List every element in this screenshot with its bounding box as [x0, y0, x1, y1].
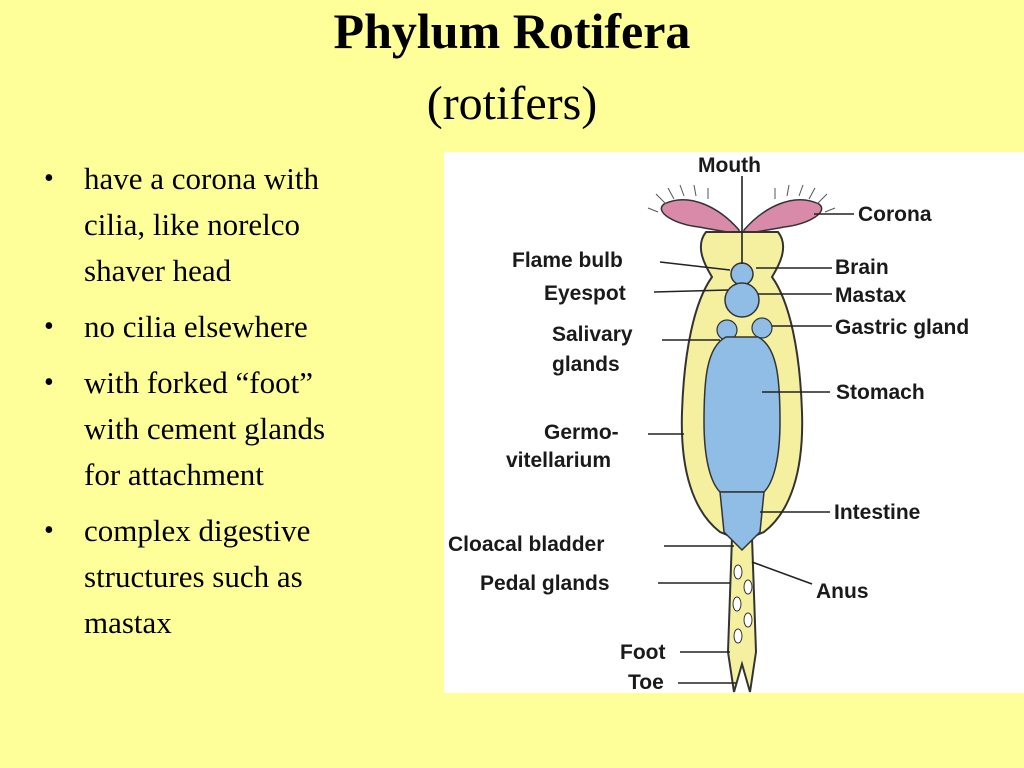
bullet-list: • have a corona with cilia, like norelco… — [40, 156, 412, 656]
bullet-line: for attachment — [84, 457, 264, 492]
bullet-icon: • — [44, 515, 54, 546]
bullet-line: no cilia elsewhere — [84, 309, 308, 344]
label-salivary-line2: glands — [552, 353, 620, 376]
bullet-line: with forked “foot” — [84, 365, 313, 400]
bullet-line: shaver head — [84, 253, 232, 288]
slide-title: Phylum Rotifera — [333, 3, 691, 59]
label-flame-bulb: Flame bulb — [512, 249, 623, 272]
bullet-item: • have a corona with cilia, like norelco… — [40, 156, 412, 294]
bullet-item: • no cilia elsewhere — [40, 304, 412, 350]
stomach-shape — [703, 336, 781, 493]
label-gastric-gland: Gastric gland — [835, 316, 969, 339]
bullet-item: • with forked “foot” with cement glands … — [40, 360, 412, 498]
label-stomach: Stomach — [836, 381, 925, 404]
bullet-line: mastax — [84, 605, 172, 640]
label-germo-line1: Germo- — [544, 421, 619, 444]
rotifer-anatomy-svg: Mouth Corona Flame bulb Brain Eyespot Ma… — [448, 154, 969, 693]
label-eyespot: Eyespot — [544, 282, 626, 305]
leader-lines — [648, 176, 854, 684]
label-brain: Brain — [835, 256, 889, 279]
label-corona: Corona — [858, 203, 932, 226]
bullet-icon: • — [44, 163, 54, 194]
label-mouth: Mouth — [698, 154, 761, 177]
label-pedal-glands: Pedal glands — [480, 572, 610, 595]
intestine-shape — [719, 491, 765, 552]
bullet-icon: • — [44, 311, 54, 342]
mastax-shape — [724, 282, 760, 318]
label-salivary-line1: Salivary — [552, 323, 633, 346]
label-foot: Foot — [620, 641, 665, 664]
bullet-line: structures such as — [84, 559, 303, 594]
label-anus: Anus — [816, 580, 869, 603]
bullet-line: complex digestive — [84, 513, 311, 548]
bullet-line: cilia, like norelco — [84, 207, 301, 242]
pedal-glands-shape — [732, 564, 753, 644]
label-intestine: Intestine — [834, 501, 920, 524]
slide-subtitle: (rotifers) — [426, 77, 598, 130]
bullet-line: with cement glands — [84, 411, 326, 446]
bullet-icon: • — [44, 367, 54, 398]
corona-lobes — [647, 184, 836, 235]
label-mastax: Mastax — [835, 284, 907, 307]
label-toe: Toe — [628, 671, 664, 693]
label-cloacal-bladder: Cloacal bladder — [448, 533, 604, 556]
rotifer-diagram: Mouth Corona Flame bulb Brain Eyespot Ma… — [444, 152, 1024, 693]
label-germo-line2: vitellarium — [506, 449, 611, 472]
bullet-line: have a corona with — [84, 161, 319, 196]
gastric-gland-shape — [751, 317, 773, 339]
bullet-item: • complex digestive structures such as m… — [40, 508, 412, 646]
brain-shape — [730, 262, 754, 286]
